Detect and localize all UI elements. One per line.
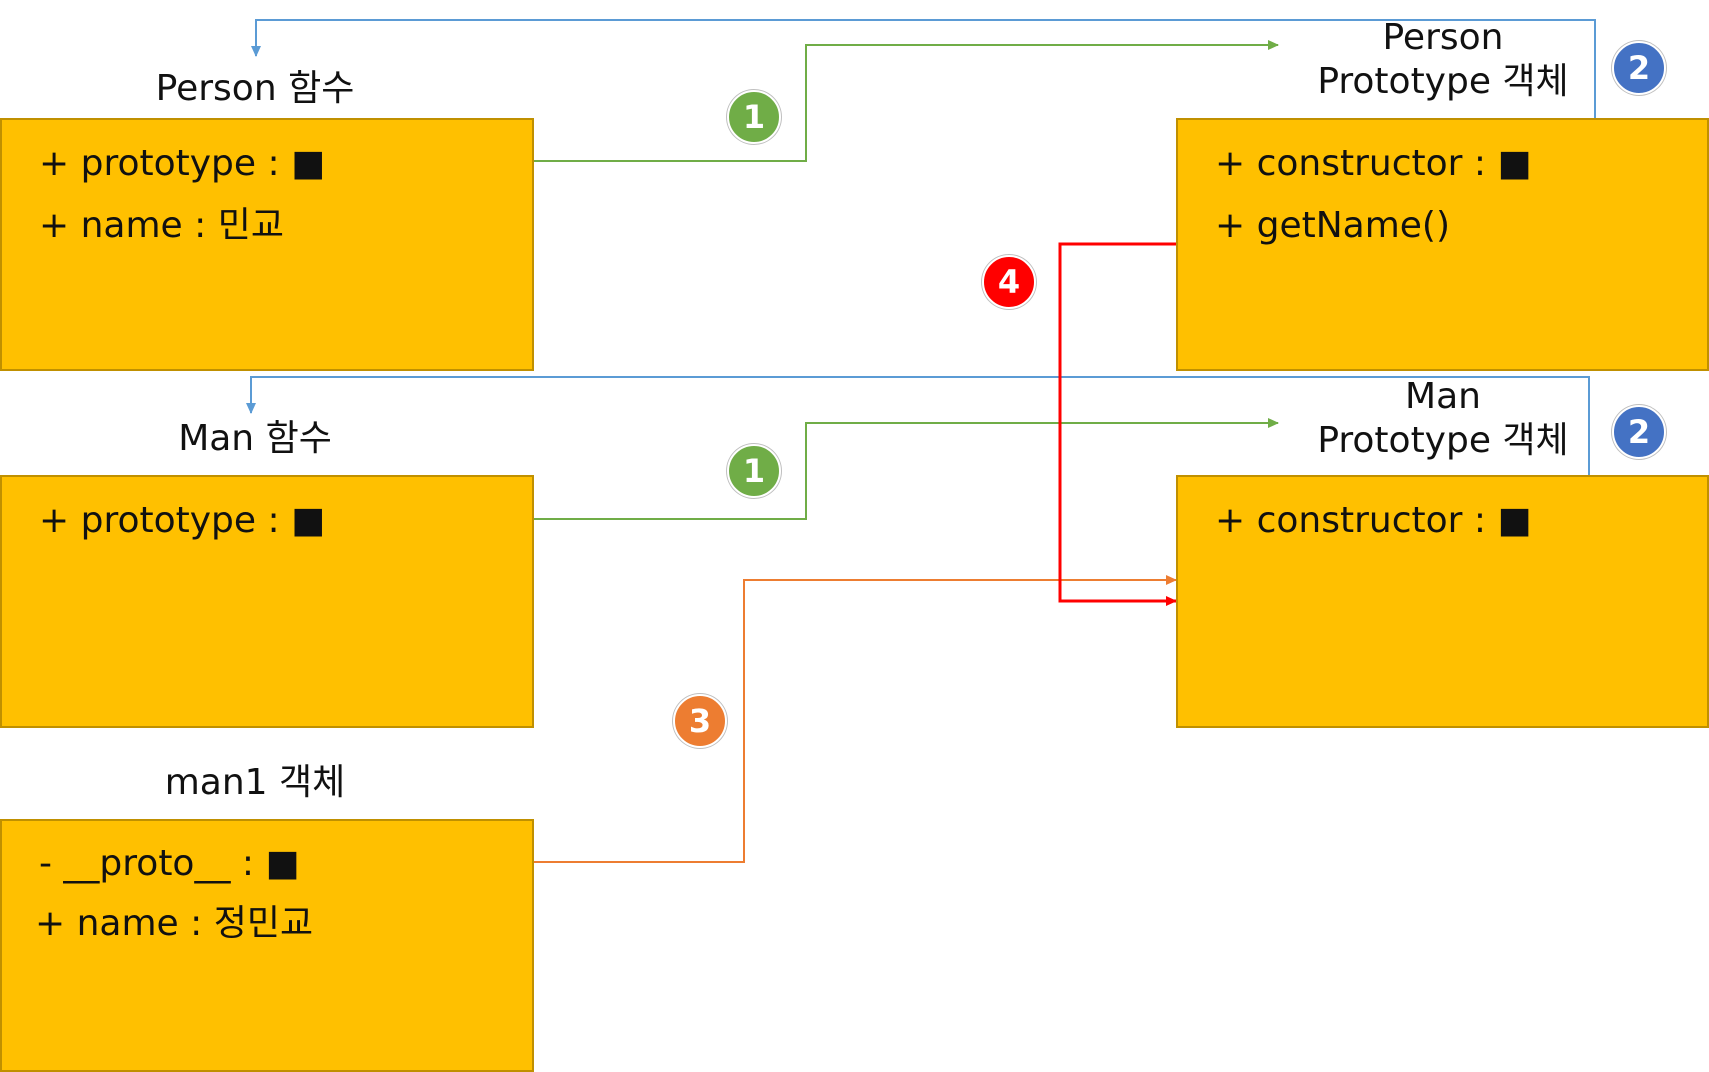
step-2-badge: 2 — [1612, 405, 1666, 459]
step-1-badge: 1 — [727, 90, 781, 144]
man-prototype-title-line2: Prototype 객체 — [1317, 420, 1569, 461]
man-function-title: Man 함수 — [178, 418, 332, 459]
person-prototype-field: + prototype : ■ — [39, 143, 326, 184]
man-function-box: + prototype : ■ — [0, 475, 534, 728]
man-prototype-title: Man Prototype 객체 — [1268, 375, 1618, 463]
man-prototype-field: + prototype : ■ — [39, 500, 326, 541]
step-4-badge: 4 — [982, 255, 1036, 309]
man-prototype-box: + constructor : ■ — [1176, 475, 1709, 728]
man1-name-field: + name : 정민교 — [35, 903, 314, 944]
person-prototype-title-line2: Prototype 객체 — [1317, 61, 1569, 102]
man1-object-title: man1 객체 — [164, 762, 346, 803]
prototype-chain-arrow — [1058, 242, 1178, 606]
person-function-title: Person 함수 — [155, 68, 355, 109]
person-name-field: + name : 민교 — [39, 205, 284, 246]
man1-object-box: - __proto__ : ■ + name : 정민교 — [0, 819, 534, 1072]
person-prototype-box: + constructor : ■ + getName() — [1176, 118, 1709, 371]
person-prototype-title-line1: Person — [1382, 17, 1504, 58]
person-constructor-field: + constructor : ■ — [1215, 143, 1532, 184]
getname-method-field: + getName() — [1215, 205, 1451, 246]
step-2-badge: 2 — [1612, 41, 1666, 95]
person-prototype-title: Person Prototype 객체 — [1268, 16, 1618, 104]
step-1-badge: 1 — [727, 444, 781, 498]
person-function-box: + prototype : ■ + name : 민교 — [0, 118, 534, 371]
man1-proto-field: - __proto__ : ■ — [39, 843, 300, 884]
man-prototype-title-line1: Man — [1405, 376, 1481, 417]
man-constructor-field: + constructor : ■ — [1215, 500, 1532, 541]
step-3-badge: 3 — [673, 694, 727, 748]
